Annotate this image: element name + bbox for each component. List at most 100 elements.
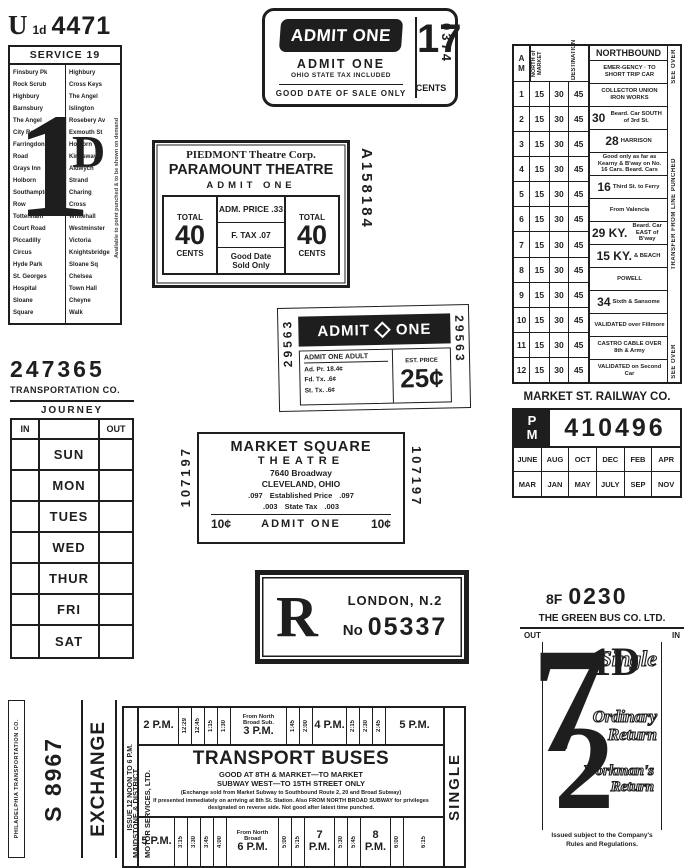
hour: 10 [514, 307, 530, 332]
tick: 45 [573, 164, 584, 175]
serial-strip: S 8967 [32, 700, 74, 858]
federal-tax: F. TAX .07 [218, 223, 284, 249]
right-rule [661, 642, 662, 830]
from-line-1: From North [236, 830, 269, 837]
out-cell [100, 626, 132, 657]
price-panel: ADMIT ONE ADULT Ad. Pr. 18.4¢ Fd. Tx. .6… [298, 347, 452, 406]
time-box: 5:45 [348, 818, 361, 866]
day-name: FRI [40, 595, 100, 624]
north-of-market-header: NORTH of MARKET [530, 46, 571, 81]
time-label: 3:30 [191, 835, 197, 848]
admit-one-line: ADMIT ONE [296, 57, 386, 71]
tick: 45 [573, 239, 584, 250]
route-number: 15 KY. [596, 249, 632, 263]
vertical-ticket-strips: PHILADELPHIA TRANSPORTATION CO. S 8967 E… [8, 700, 158, 858]
workman-return-label: Workman's Return [583, 763, 655, 795]
tick: 15 [530, 257, 550, 282]
fare-body: Single Ordinary Return Workman's Return … [520, 626, 684, 830]
hour: 2 [514, 107, 530, 132]
in-label: IN [672, 631, 680, 640]
tick: 45 [573, 364, 584, 375]
transfer-from-line: TRANSFER FROM LINE PUNCHED [671, 158, 677, 270]
hour-label: 3 P.M. [243, 725, 274, 738]
time-box: 4:00 [214, 818, 227, 866]
out-label: OUT [106, 424, 126, 434]
hour: 11 [514, 332, 530, 357]
london-bus-ticket: U 1d 4471 SERVICE 19 Finsbury Pk Rock Sc… [8, 10, 138, 325]
admit-one-17-ticket: ADMIT ONE ADMIT ONE OHIO STATE TAX INCLU… [262, 8, 462, 107]
hour-label: 5 P.M. [399, 719, 430, 732]
route-text: VALIDATED over Fillmore [594, 321, 665, 328]
theatre-name-2: THEATRE [257, 455, 345, 467]
stop-list-right: Highbury Cross Keys The Angel Islington … [65, 65, 120, 323]
fare-class: 1d [32, 23, 47, 37]
in-cell [12, 502, 40, 531]
fare-overlay-1: 1 [16, 83, 91, 249]
service-number: SERVICE 19 [10, 47, 120, 65]
ticket-detail: LONDON, N.2 No 05337 [334, 593, 464, 642]
single-fare-label: Single [599, 645, 658, 671]
time-box: 12:29 [179, 708, 192, 744]
destination-column: NORTHBOUND EMER-GENCY · TO SHORT TRIP CA… [590, 46, 667, 382]
price-breakdown: ADM. PRICE .33 F. TAX .07 Good Date Sold… [216, 197, 286, 273]
tick: 15 [530, 282, 550, 307]
ticket-serial: 410496 [564, 413, 666, 442]
tax-left: .003 [262, 502, 278, 511]
route-number: 34 [597, 295, 611, 309]
month-cell: JUNE [514, 448, 542, 472]
philadelphia-company: PHILADELPHIA TRANSPORTATION CO. [13, 719, 20, 839]
serial-prefix: 8F [546, 591, 563, 607]
tick: 15 [530, 332, 550, 357]
issue-label: ISSUE 12 NOON TO 6 P.M. [127, 743, 134, 831]
band-one: ONE [395, 320, 432, 339]
time-label: 2:30 [363, 719, 369, 732]
hour-label: 2 P.M. [139, 708, 179, 744]
hour-label: 6 P.M. [237, 841, 268, 854]
route-text: VALIDATED on Second Car [597, 364, 662, 377]
tick: 15 [530, 132, 550, 157]
in-label: IN [12, 420, 40, 438]
single-label: SINGLE [446, 753, 463, 821]
pm-badge: P M [514, 410, 550, 446]
ticket-number-row: No 05337 [334, 613, 456, 642]
out-cell [100, 471, 132, 500]
exchange-note: (Exchange sold from Market Subway to Sou… [180, 789, 402, 796]
tick: 30 [550, 282, 570, 307]
railway-company: MARKET ST. RAILWAY CO. [523, 391, 671, 403]
price-label: Established Price [269, 491, 333, 500]
hour: 4 [514, 157, 530, 182]
price-unit: CENTS [415, 83, 447, 93]
tick: 15 [530, 357, 550, 382]
month-cell: NOV [657, 479, 675, 489]
tick: 15 [530, 82, 550, 107]
month-cell: DEC [596, 448, 625, 472]
tick: 15 [530, 232, 550, 257]
destination-block: COLLECTOR UNION IRON WORKS [590, 84, 667, 107]
divider-rule [279, 84, 403, 85]
time-box: 5:00 [279, 818, 292, 866]
day-name: WED [40, 533, 100, 562]
time-label: 5:15 [295, 835, 301, 848]
out-label: OUT [524, 631, 541, 640]
day-row: TUES [12, 502, 132, 533]
price-divider [415, 17, 417, 98]
out-cell [100, 564, 132, 593]
route-text: CASTRO CABLE OVER 8th & Army [597, 341, 662, 354]
tick: 45 [573, 89, 584, 100]
time-grid-header: A M NORTH of MARKET DESTINATION [514, 40, 588, 82]
from-line-1: From North [242, 714, 275, 721]
journey-day-ticket: 247365 TRANSPORTATION CO. JOURNEY IN OUT… [10, 356, 134, 659]
transport-buses-title: TRANSPORT BUSES [192, 748, 390, 769]
exchange-strip: EXCHANGE [81, 700, 117, 858]
hour: 1 [514, 82, 530, 107]
time-box: 6:00 [391, 818, 404, 866]
ticket-serial: 0230 [568, 583, 628, 609]
tick: 45 [573, 289, 584, 300]
time-label: 6:00 [394, 835, 400, 848]
